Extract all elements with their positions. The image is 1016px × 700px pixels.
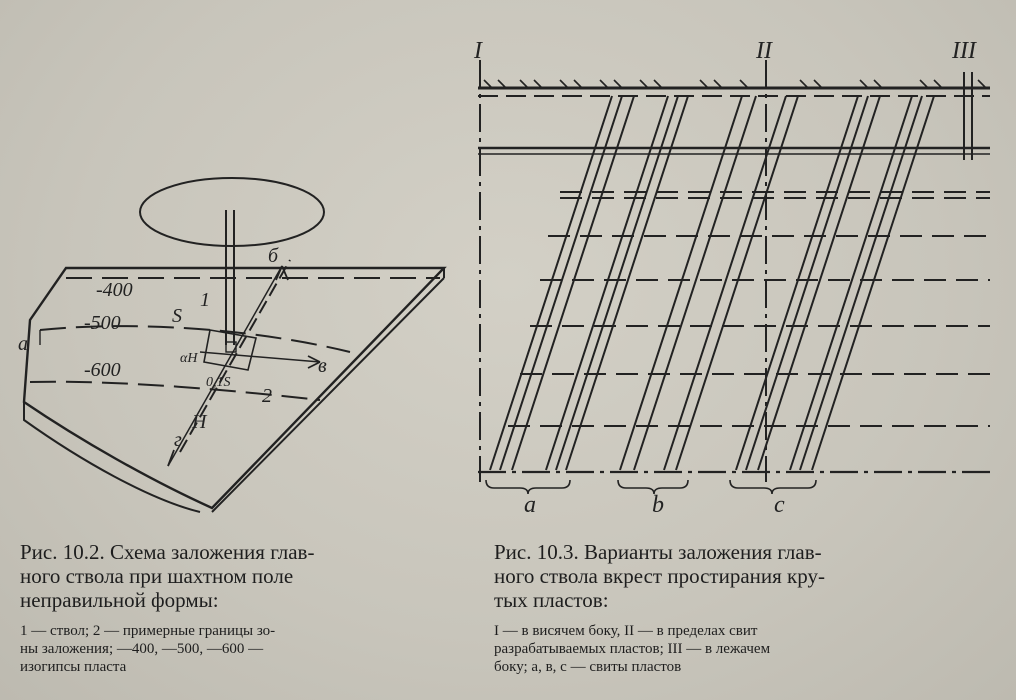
legend-10-3-line2: разрабатываемых пластов; III — в лежачем	[494, 641, 771, 657]
label-v: в	[318, 355, 327, 377]
legend-10-2-line1: 1 — ствол; 2 — примерные границы зо-	[20, 623, 276, 639]
roman-III: III	[951, 38, 977, 64]
contour-400-label: -400	[96, 279, 133, 301]
legend-10-2-line2: ны заложения; —400, —500, —600 —	[20, 641, 264, 657]
legend-10-2-line3: изогипсы пласта	[20, 659, 127, 675]
seam-thickness	[23, 402, 201, 513]
caption-10-3: Рис. 10.3. Варианты заложения глав- ного…	[494, 540, 994, 612]
label-0-1s: 0,1S	[206, 375, 231, 390]
legend-10-2: 1 — ствол; 2 — примерные границы зо- ны …	[20, 622, 460, 676]
label-H: H	[191, 411, 208, 433]
seam-outline	[22, 266, 447, 510]
caption-10-2-line2: ного ствола при шахтном поле	[20, 564, 294, 588]
label-2: 2	[262, 385, 272, 407]
surface-ellipse	[139, 177, 325, 247]
label-b: б	[268, 245, 279, 267]
caption-10-2-line3: неправильной формы:	[20, 588, 219, 612]
contour-500-label: -500	[84, 312, 121, 334]
brace-c	[729, 479, 817, 495]
caption-10-3-line2: ного ствола вкрест простирания кру-	[494, 564, 825, 588]
label-s: S	[172, 305, 182, 327]
contour-600-line	[29, 380, 321, 401]
diag-dashed	[179, 259, 291, 453]
suite-a-label: a	[524, 492, 536, 518]
figure-10-3	[478, 60, 990, 495]
caption-10-3-line1: Рис. 10.3. Варианты заложения глав-	[494, 540, 822, 564]
caption-10-2: Рис. 10.2. Схема заложения глав- ного ст…	[20, 540, 460, 612]
label-1: 1	[200, 289, 210, 311]
zone-box	[203, 329, 257, 371]
brace-b	[617, 479, 689, 495]
brace-a	[485, 479, 571, 495]
legend-10-3: I — в висячем боку, II — в пределах свит…	[494, 622, 994, 676]
roman-II: II	[755, 38, 773, 64]
caption-10-3-line3: тых пластов:	[494, 588, 609, 612]
suite-c-label: c	[774, 492, 785, 518]
legend-10-3-line1: I — в висячем боку, II — в пределах свит	[494, 623, 758, 639]
roman-I: I	[473, 38, 483, 64]
contour-600-label: -600	[84, 359, 121, 381]
caption-10-2-line1: Рис. 10.2. Схема заложения глав-	[20, 540, 315, 564]
label-g: г	[174, 429, 182, 451]
legend-10-3-line3: боку; а, в, с — свиты пластов	[494, 659, 682, 675]
contour-500-line	[39, 325, 351, 353]
label-a: а	[18, 333, 28, 355]
suite-b-label: b	[652, 492, 664, 518]
label-alpha-h: αH	[180, 351, 198, 366]
